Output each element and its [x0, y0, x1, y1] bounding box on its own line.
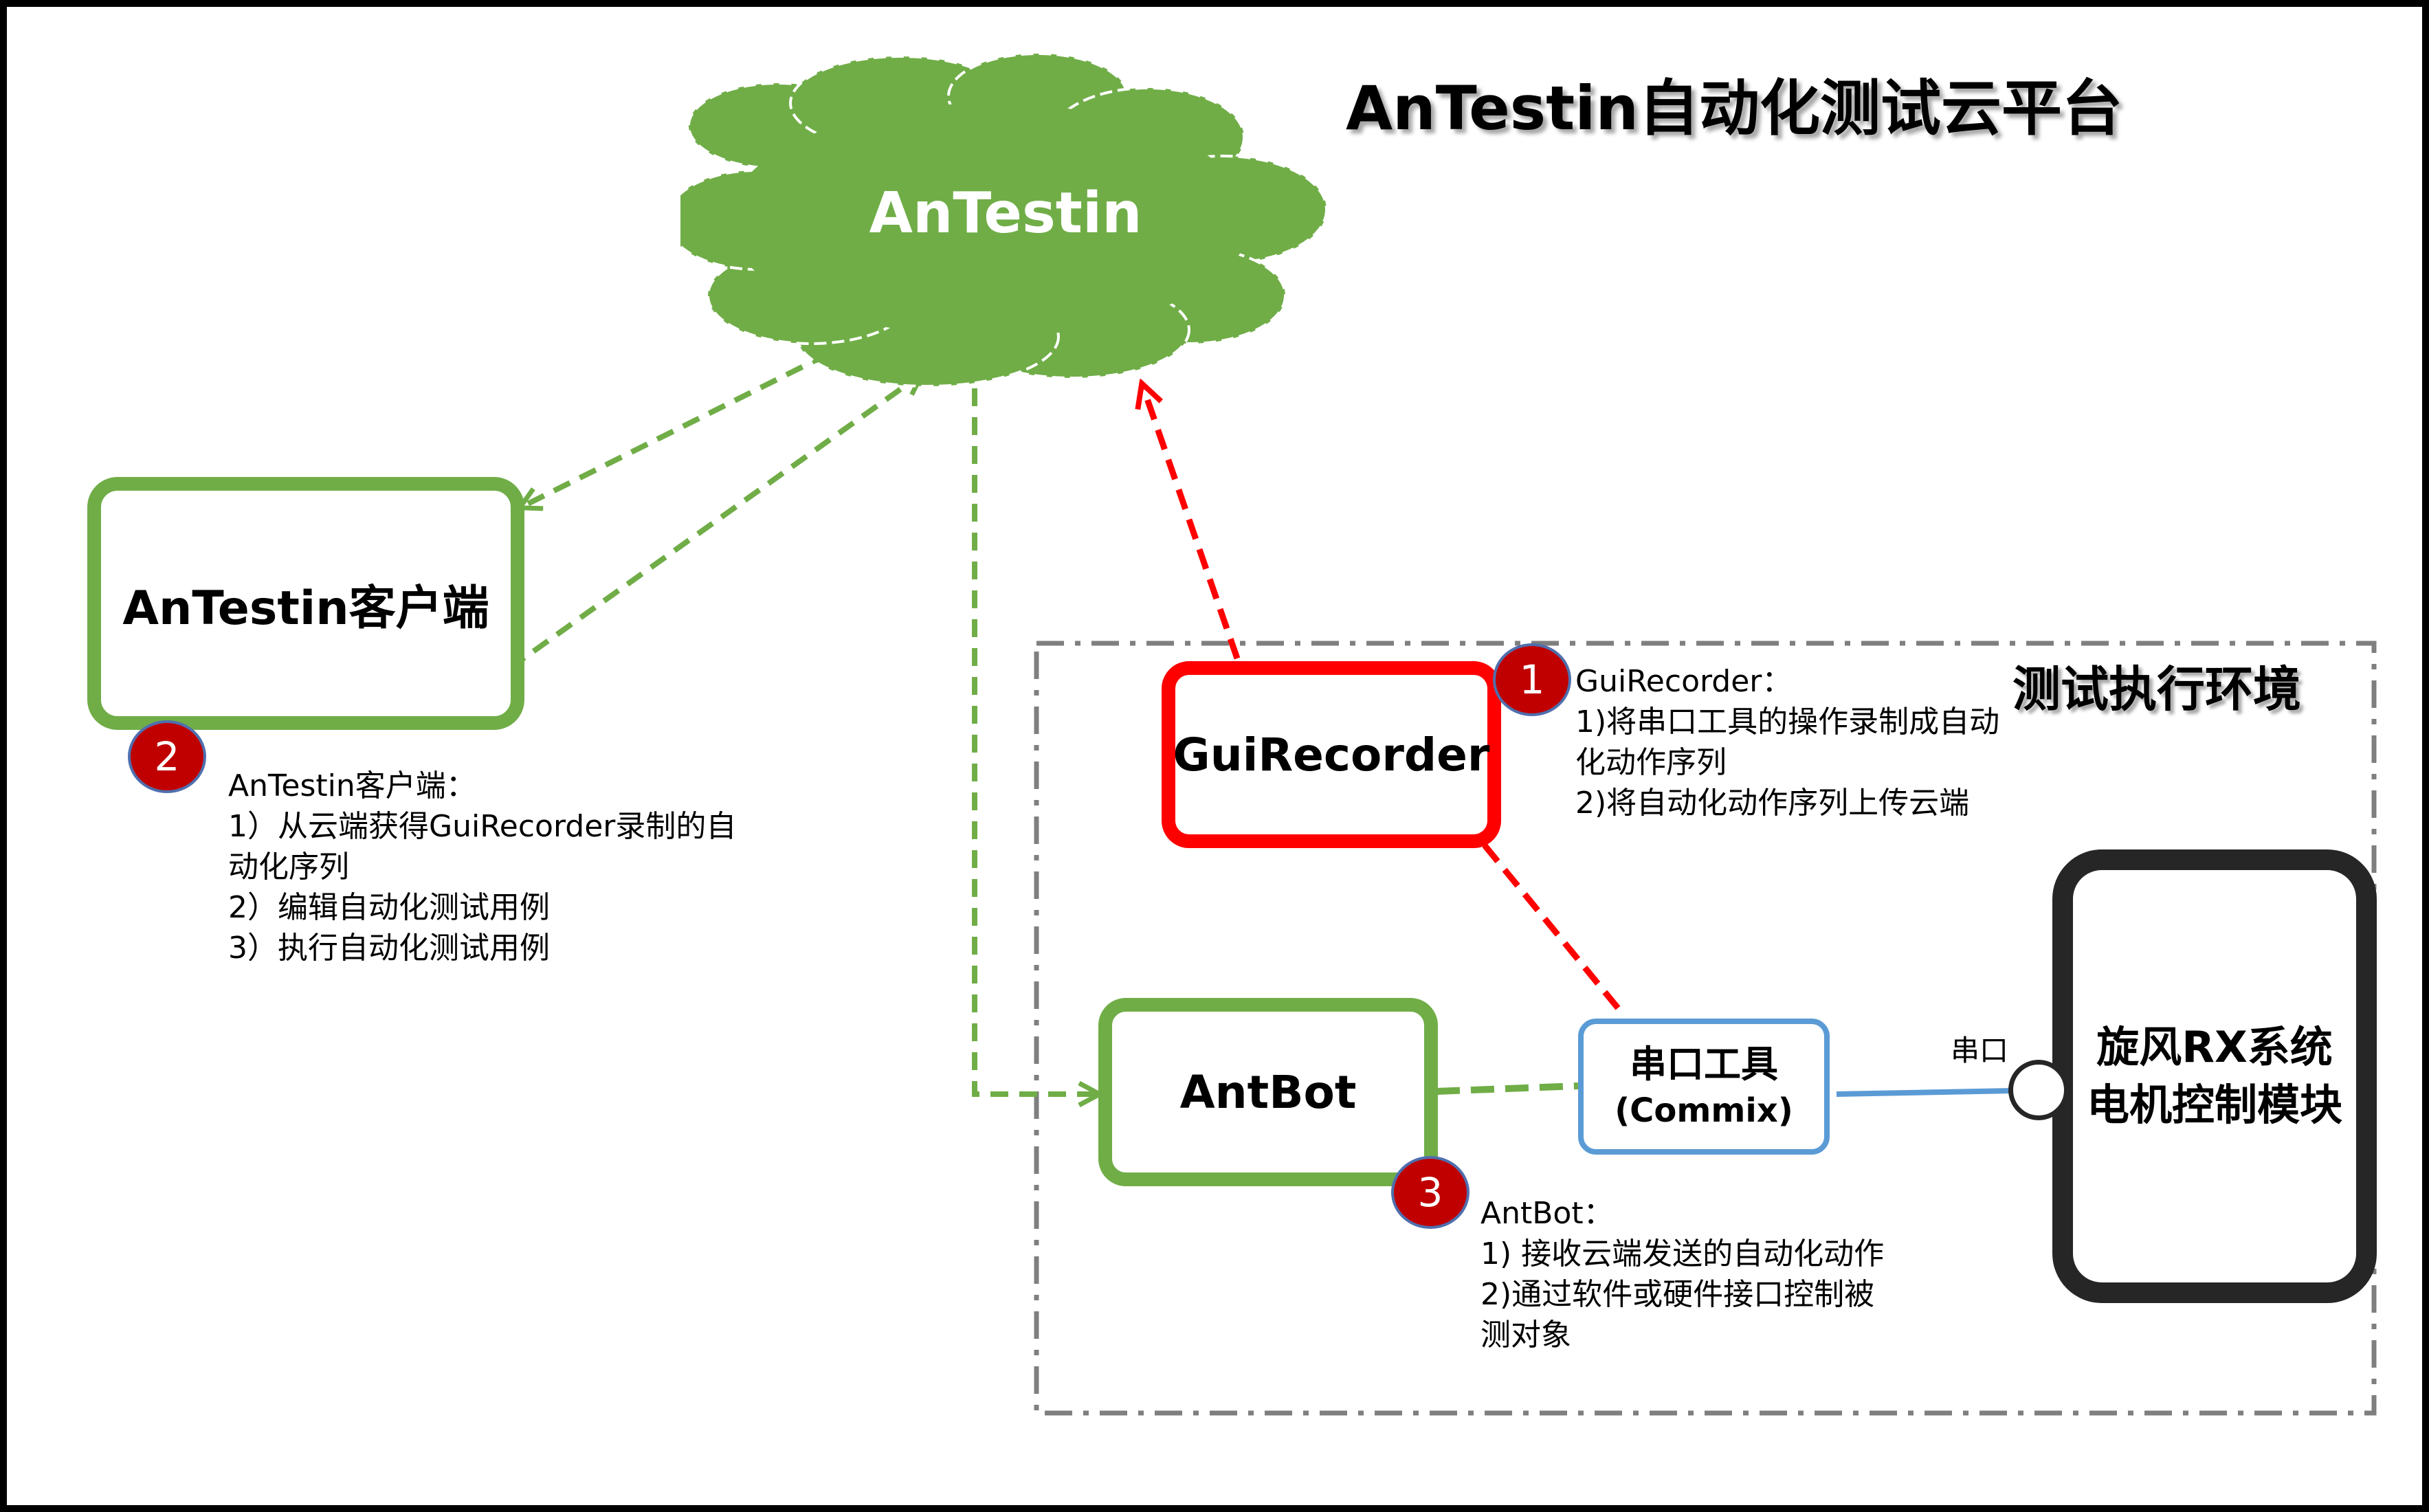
- antbot-note-line: 2)通过软件或硬件接口控制被: [1480, 1277, 1875, 1312]
- antbot-label: AntBot: [1179, 1065, 1357, 1119]
- page-title: AnTestin自动化测试云平台: [1346, 73, 2123, 144]
- serial-tool-name: 串口工具: [1630, 1043, 1778, 1086]
- client-note-line: 2）编辑自动化测试用例: [228, 890, 550, 925]
- antbot-box: AntBot: [1098, 998, 1438, 1186]
- step-badge-2: 2: [128, 720, 206, 793]
- serial-tool-product: (Commix): [1615, 1091, 1793, 1130]
- step-badge-1-number: 1: [1519, 656, 1545, 703]
- serial-tool-box: 串口工具 (Commix): [1578, 1019, 1830, 1155]
- guirecorder-note-line: 化动作序列: [1575, 745, 1727, 780]
- client-note-line: 3）执行自动化测试用例: [228, 931, 550, 966]
- antbot-note-heading: AntBot：: [1480, 1196, 1614, 1231]
- arrow-cloud-to-antbot: [972, 388, 1098, 1094]
- motor-control-module-box: 旋风RX系统 电机控制模块: [2052, 849, 2377, 1303]
- client-note-heading: AnTestin客户端：: [228, 768, 476, 803]
- guirecorder-note: GuiRecorder： 1)将串口工具的操作录制成自动 化动作序列 2)将自动…: [1575, 661, 1999, 823]
- link-guirecorder-serial-tool: [1482, 843, 1621, 1011]
- step-badge-3-number: 3: [1417, 1169, 1443, 1216]
- antbot-note: AntBot： 1) 接收云端发送的自动化动作 2)通过软件或硬件接口控制被 测…: [1480, 1193, 1884, 1355]
- guirecorder-box: GuiRecorder: [1162, 661, 1501, 848]
- cloud-shape: [680, 52, 1328, 388]
- arrow-guirecorder-to-cloud: [1142, 385, 1241, 660]
- client-note: AnTestin客户端： 1）从云端获得GuiRecorder录制的自 动化序列…: [228, 766, 736, 968]
- link-serial-tool-port: [1836, 1088, 2013, 1097]
- motor-module-line2: 电机控制模块: [2086, 1080, 2342, 1130]
- guirecorder-note-heading: GuiRecorder：: [1575, 664, 1793, 699]
- serial-port-connector: [2008, 1060, 2069, 1120]
- step-badge-1: 1: [1493, 643, 1571, 716]
- antbot-note-line: 1) 接收云端发送的自动化动作: [1480, 1236, 1885, 1271]
- motor-module-line1: 旋风RX系统: [2096, 1022, 2333, 1072]
- step-badge-3: 3: [1391, 1156, 1469, 1229]
- step-badge-2-number: 2: [154, 733, 180, 780]
- antbot-note-line: 测对象: [1480, 1318, 1571, 1353]
- client-note-line: 1）从云端获得GuiRecorder录制的自: [228, 809, 737, 844]
- environment-label: 测试执行环境: [2012, 661, 2301, 718]
- client-note-line: 动化序列: [228, 849, 349, 885]
- guirecorder-note-line: 1)将串口工具的操作录制成自动: [1575, 704, 2000, 740]
- antestin-client-box: AnTestin客户端: [87, 477, 524, 730]
- link-antbot-serial-tool: [1436, 1082, 1579, 1095]
- guirecorder-label: GuiRecorder: [1173, 728, 1490, 781]
- arrow-client-to-cloud: [508, 375, 921, 671]
- cloud-label: AnTestin: [869, 181, 1142, 246]
- guirecorder-note-line: 2)将自动化动作序列上传云端: [1575, 786, 1970, 821]
- antestin-client-label: AnTestin客户端: [122, 581, 489, 636]
- serial-port-label: 串口: [1951, 1034, 2009, 1067]
